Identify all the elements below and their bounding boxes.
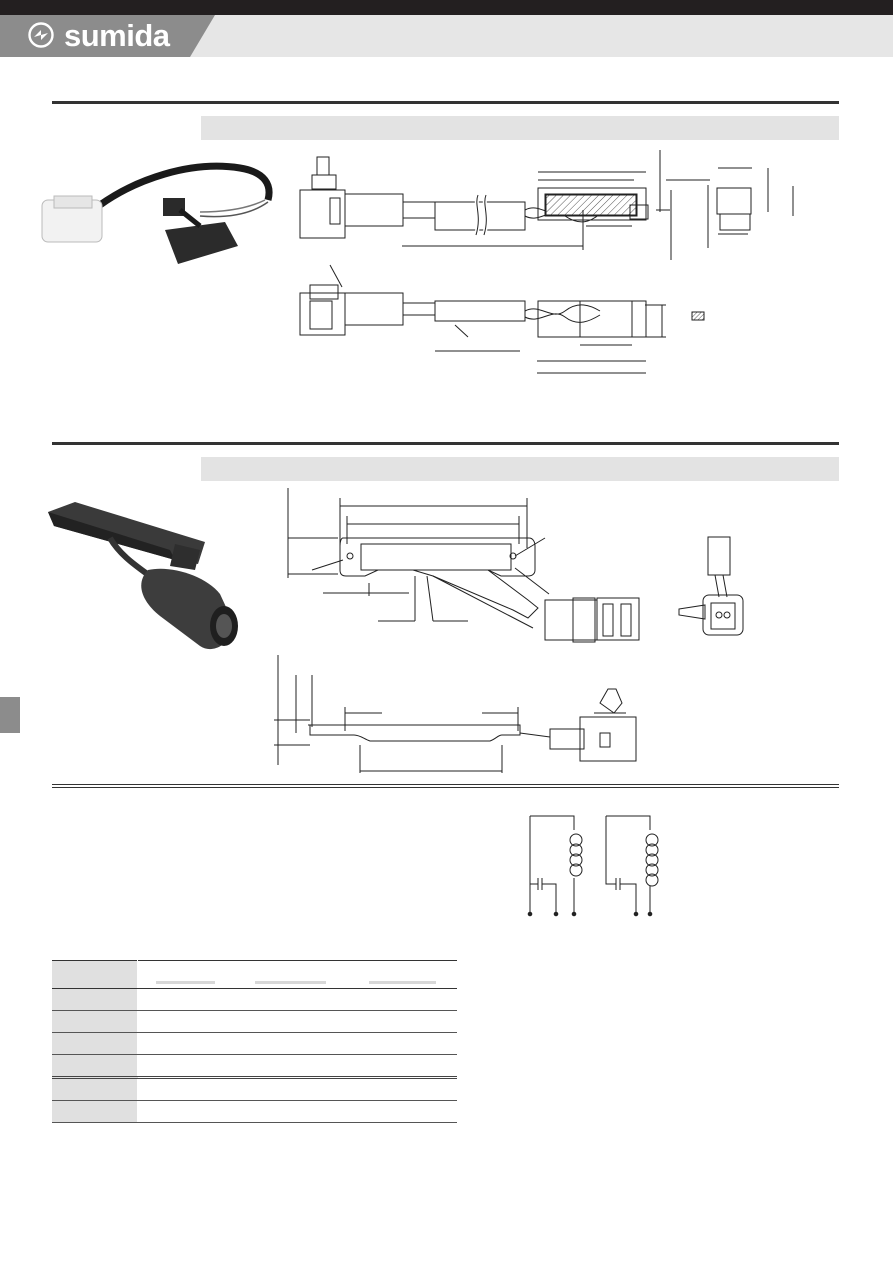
schematic-diagram [527,815,659,917]
table-cell [233,1100,348,1123]
table-cell [52,1100,138,1123]
table-cell [233,1054,348,1078]
table-cell [348,1100,457,1123]
section-2-title-band [201,457,839,481]
table-cell [348,1010,457,1033]
table-cell [233,988,348,1011]
table-cell [233,1010,348,1033]
table-row [52,988,457,1011]
product-photo-bar-antenna [48,502,238,650]
drawing-top-view [299,150,794,260]
table-header-cell [137,960,233,989]
header-top-bar [0,0,893,15]
section-1-rule [52,101,839,104]
coil-icon [569,833,583,877]
table-cell [137,1100,233,1123]
capacitor-icon [615,878,621,890]
table-cell [52,1054,138,1078]
section-3-rule-top [52,784,839,785]
section-3-rule-bottom [52,787,839,788]
section-2-rule [52,442,839,445]
brand-logo: sumida [64,18,170,53]
table-cell [52,1032,138,1055]
table-cell [52,1076,138,1101]
table-row [52,1100,457,1123]
table-cell [52,1010,138,1033]
table-cell [348,988,457,1011]
logo-tab [0,15,215,57]
table-cell [348,1076,457,1101]
section-1-title-band [201,116,839,140]
drawing-bottom-view [299,264,705,374]
product-photo-harness [41,162,273,264]
side-index-tab [0,697,20,733]
table-cell [348,1032,457,1055]
table-header-cell [233,960,348,989]
table-header-cell [348,960,457,989]
table-cell [137,1076,233,1101]
sumida-logo-icon [28,22,54,48]
table-row [52,1010,457,1033]
table-cell [137,1054,233,1078]
drawing-connector-view [678,536,744,636]
table-row [52,1032,457,1055]
table-header-row [52,960,457,989]
table-cell [52,988,138,1011]
table-header-cell [52,960,138,989]
drawing-front-view [287,488,640,643]
table-cell [137,1010,233,1033]
table-row [52,1076,457,1101]
table-cell [233,1032,348,1055]
table-cell [348,1054,457,1078]
table-cell [233,1076,348,1101]
table-cell [137,1032,233,1055]
table-cell [137,988,233,1011]
drawing-profile-view [274,655,637,773]
spec-table [52,960,457,1123]
table-row [52,1054,457,1078]
